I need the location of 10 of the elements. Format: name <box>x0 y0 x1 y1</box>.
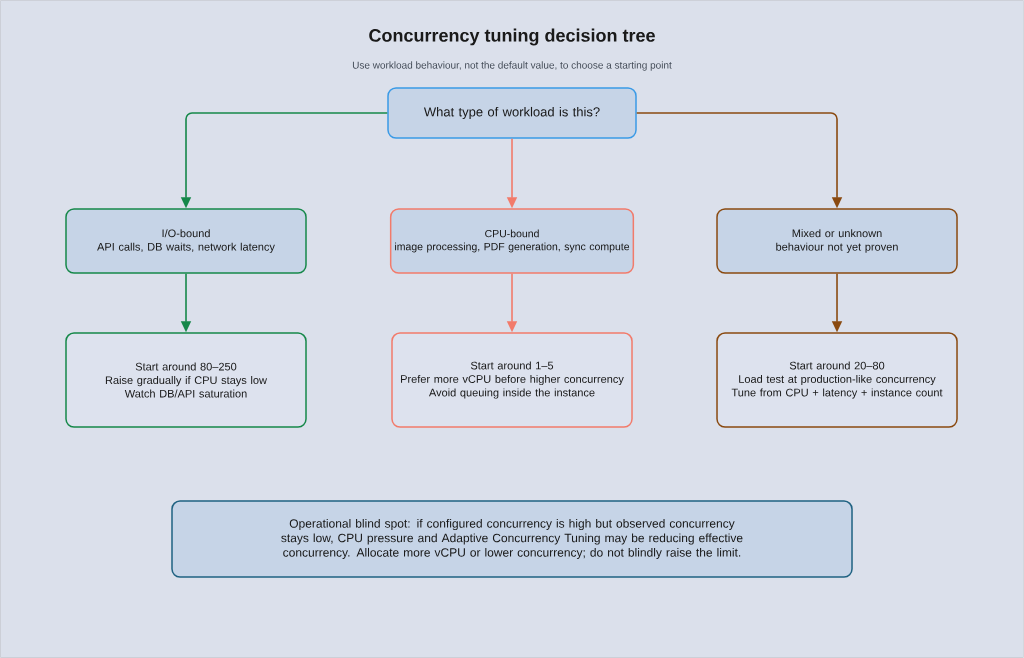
category-box: I/O-bound API calls, DB waits, network latency <box>65 208 307 274</box>
recommendation-box: Start around 20–80 Load test at production-like concurrency Tune from CPU + latency + instance count <box>716 332 958 428</box>
recommendation-box: Start around 80–250 Raise gradually if CPU stays low Watch DB/API saturation <box>65 332 307 428</box>
category-box: CPU-bound image processing, PDF generation, sync compute <box>389 208 635 274</box>
category-box: Mixed or unknown behaviour not yet proven <box>716 208 958 274</box>
question-box: What type of workload is this? <box>387 87 637 139</box>
recommendation-box: Start around 1–5 Prefer more vCPU before higher concurrency Avoid queuing inside the instance <box>391 332 633 428</box>
title: Concurrency tuning decision tree <box>369 28 655 46</box>
subtitle: Use workload behaviour, not the default value, to choose a starting point <box>352 61 672 71</box>
note-box: Operational blind spot: if configured concurrency is high but observed concurrency stays low, CPU pressure and Adaptive Concurrency Tuning may be reducing effective concurrency. Allocate more vCPU or lower concurrency; do not blindly raise the limit. <box>171 500 853 578</box>
